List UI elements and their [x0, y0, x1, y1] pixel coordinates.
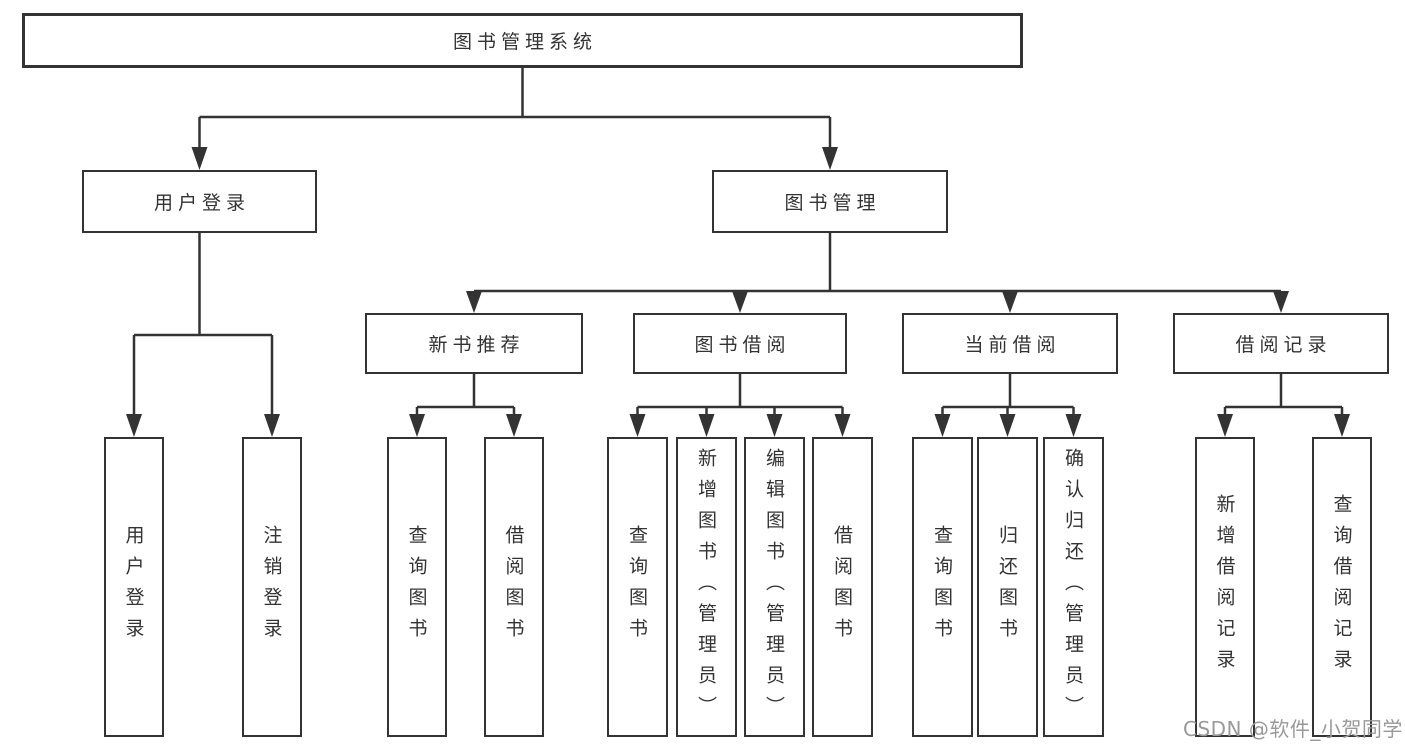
connector-userlogin-to-leaves: [132, 233, 274, 430]
arrow-down-marker: [126, 414, 142, 437]
arrow-down-marker: [1065, 414, 1082, 437]
node-library-management-system: 图书管理系统: [22, 13, 1023, 68]
connector-bookborrow-to-leaves: [636, 374, 844, 430]
arrow-down-marker: [629, 414, 646, 437]
csdn-watermark: CSDN @软件_小贺同学: [1183, 717, 1403, 741]
leaf-query-borrow-record: 查询借阅记录: [1312, 437, 1372, 737]
connector-newbook-to-leaves: [415, 374, 516, 430]
arrow-down-marker: [999, 414, 1016, 437]
arrow-down-marker: [506, 414, 522, 437]
leaf-add-borrow-record: 新增借阅记录: [1195, 437, 1255, 737]
arrow-down-marker: [732, 291, 748, 313]
leaf-query-books-recommend: 查询图书: [387, 437, 447, 737]
arrow-down-marker: [191, 147, 208, 170]
arrow-down-marker: [766, 414, 783, 437]
leaf-logout-login: 注销登录: [242, 437, 302, 737]
leaf-user-login: 用户登录: [104, 437, 164, 737]
leaf-borrow-books-recommend: 借阅图书: [484, 437, 544, 737]
node-user-login: 用户登录: [82, 170, 317, 233]
arrow-down-marker: [409, 414, 425, 437]
leaf-borrow-books-borrowing: 借阅图书: [812, 437, 873, 737]
connector-records-to-leaves: [1223, 374, 1344, 430]
arrow-down-marker: [264, 414, 280, 437]
arrow-down-marker: [1273, 291, 1289, 313]
arrow-down-marker: [698, 414, 715, 437]
connector-root-to-level1: [198, 68, 832, 164]
connector-bookmgmt-to-level2: [472, 233, 1283, 308]
arrow-down-marker: [822, 147, 838, 170]
node-book-borrowing: 图书借阅: [633, 313, 847, 374]
arrow-down-marker: [1002, 291, 1018, 313]
node-book-management: 图书管理: [712, 170, 948, 233]
arrow-down-marker: [1217, 414, 1233, 437]
leaf-query-books-current: 查询图书: [912, 437, 973, 737]
arrow-down-marker: [834, 414, 851, 437]
leaf-return-books: 归还图书: [977, 437, 1038, 737]
arrow-down-marker: [466, 291, 482, 313]
node-current-borrowing: 当前借阅: [902, 313, 1118, 374]
arrow-down-marker: [1334, 414, 1350, 437]
node-borrow-records: 借阅记录: [1173, 313, 1389, 374]
leaf-edit-books-admin: 编辑图书（管理员）: [744, 437, 805, 737]
leaf-query-books-borrowing: 查询图书: [607, 437, 668, 737]
leaf-add-books-admin: 新增图书（管理员）: [676, 437, 737, 737]
arrow-down-marker: [934, 414, 951, 437]
leaf-confirm-return-admin: 确认归还（管理员）: [1043, 437, 1104, 737]
node-new-book-recommend: 新书推荐: [365, 313, 583, 374]
